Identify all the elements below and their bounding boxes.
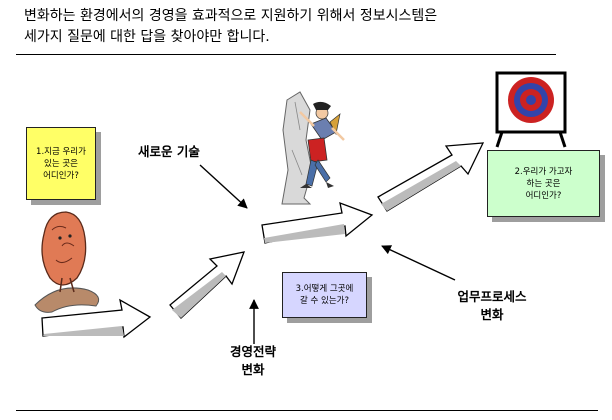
climber-icon <box>281 91 345 205</box>
q3-line-1: 3.어떻게 그곳에 <box>295 284 354 294</box>
q2-line-3: 어디인가? <box>525 190 562 201</box>
q1-line-1: 1.지금 우리가 <box>36 146 86 157</box>
title-line-2: 세가지 질문에 대한 답을 찾아야만 합니다. <box>24 29 270 45</box>
label-new-technology: 새로운 기술 <box>138 144 200 159</box>
question-box-current-position: 1.지금 우리가 있는 곳은 어디인가? <box>26 127 96 200</box>
q2-line-1: 2.우리가 가고자 <box>514 166 573 177</box>
progress-arrow-1 <box>41 298 152 339</box>
process-line-1: 업무프로세스 <box>457 289 527 304</box>
q2-line-2: 하는 곳은 <box>526 178 561 189</box>
footer-divider <box>16 410 598 411</box>
label-strategy-change: 경영전략 변화 <box>208 343 298 379</box>
q3-line-2: 갈 수 있는가? <box>299 296 350 306</box>
label-process-change: 업무프로세스 변화 <box>432 288 552 324</box>
target-icon <box>495 71 567 148</box>
strategy-line-1: 경영전략 <box>229 344 276 359</box>
progress-arrow-3 <box>261 201 374 244</box>
header-divider <box>16 54 556 55</box>
question-box-destination: 2.우리가 가고자 하는 곳은 어디인가? <box>487 150 600 217</box>
strategy-line-2: 변화 <box>241 362 265 377</box>
pointer-new-tech <box>199 164 248 209</box>
title-line-1: 변화하는 환경에서의 경영을 효과적으로 지원하기 위해서 정보시스템은 <box>24 8 438 24</box>
question-box-how-to-get-there: 3.어떻게 그곳에 갈 수 있는가? <box>282 272 367 318</box>
q1-line-3: 어디인가? <box>43 170 79 181</box>
page-title: 변화하는 환경에서의 경영을 효과적으로 지원하기 위해서 정보시스템은 세가지… <box>24 6 584 48</box>
pointer-process <box>381 245 456 281</box>
progress-arrow-2 <box>169 251 246 319</box>
process-line-2: 변화 <box>480 307 504 322</box>
q1-line-2: 있는 곳은 <box>44 158 78 169</box>
rock-figure-icon <box>34 211 100 313</box>
progress-arrow-4 <box>377 142 485 212</box>
